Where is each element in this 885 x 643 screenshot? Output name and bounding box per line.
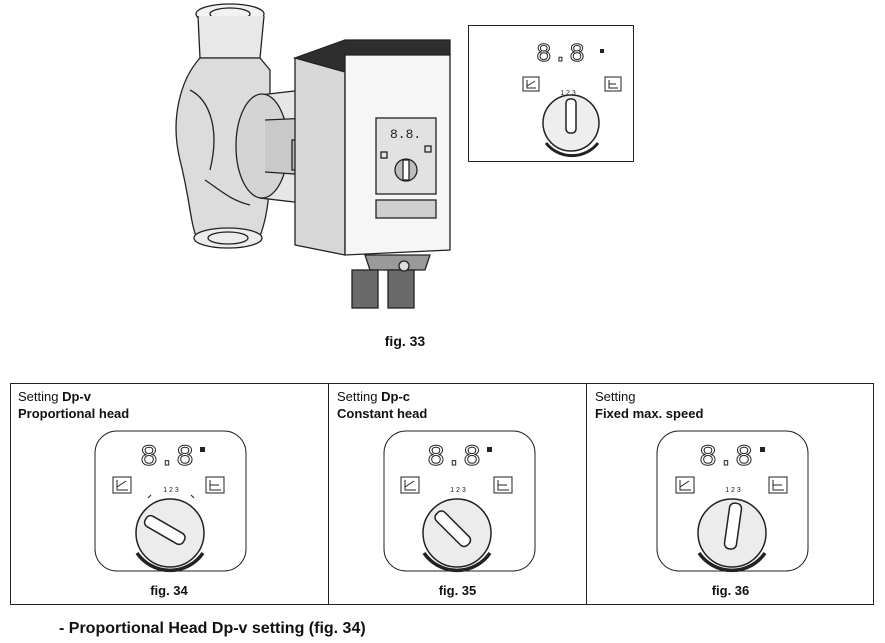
section-heading: - Proportional Head Dp-v setting (fig. 3… [59,620,366,637]
dial-scale: 1 2 3 [725,487,741,494]
table-divider [586,383,587,605]
dial-scale: 1 2 3 [163,487,179,494]
setting-description: Fixed max. speed [595,406,704,421]
figure-caption: fig. 34 [150,583,188,598]
setting-cell-dp-c: Setting Dp-c Constant head 8.8 1 2 3 fig… [329,383,586,605]
svg-text:8.8: 8.8 [427,441,481,475]
setting-mode: Dp-c [381,389,410,404]
svg-text:8.8.: 8.8. [390,127,421,142]
svg-text:8.8: 8.8 [699,441,753,475]
figure-caption: fig. 35 [438,583,477,598]
settings-table [10,383,874,605]
control-panel-illustration: 8.8 1 2 3 [656,430,809,573]
figure-33-caption: fig. 33 [384,333,426,349]
table-divider [328,383,329,605]
setting-description: Constant head [337,406,428,421]
setting-label: Setting Fixed max. speed [595,389,704,421]
control-panel-illustration: 8.8 1 2 3 [94,430,247,573]
setting-cell-dp-v: Setting Dp-v Proportional head 8.8 1 2 3… [10,383,328,605]
setting-label: Setting Dp-v Proportional head [18,389,130,421]
zoom-control-panel: 8.8 1 2 3 [468,25,634,162]
svg-text:8.8: 8.8 [140,441,194,475]
setting-description: Proportional head [18,406,130,421]
svg-text:8.8: 8.8 [536,39,586,69]
setting-label: Setting Dp-c Constant head [337,389,428,421]
setting-cell-fixed-speed: Setting Fixed max. speed 8.8 1 2 3 fig. … [587,383,874,605]
setting-mode: Dp-v [62,389,91,404]
svg-text:1 2 3: 1 2 3 [560,90,576,97]
pump-illustration: 8.8. [175,3,451,309]
dial-scale: 1 2 3 [450,487,466,494]
figure-caption: fig. 36 [711,583,750,598]
control-panel-illustration: 8.8 1 2 3 [383,430,536,573]
